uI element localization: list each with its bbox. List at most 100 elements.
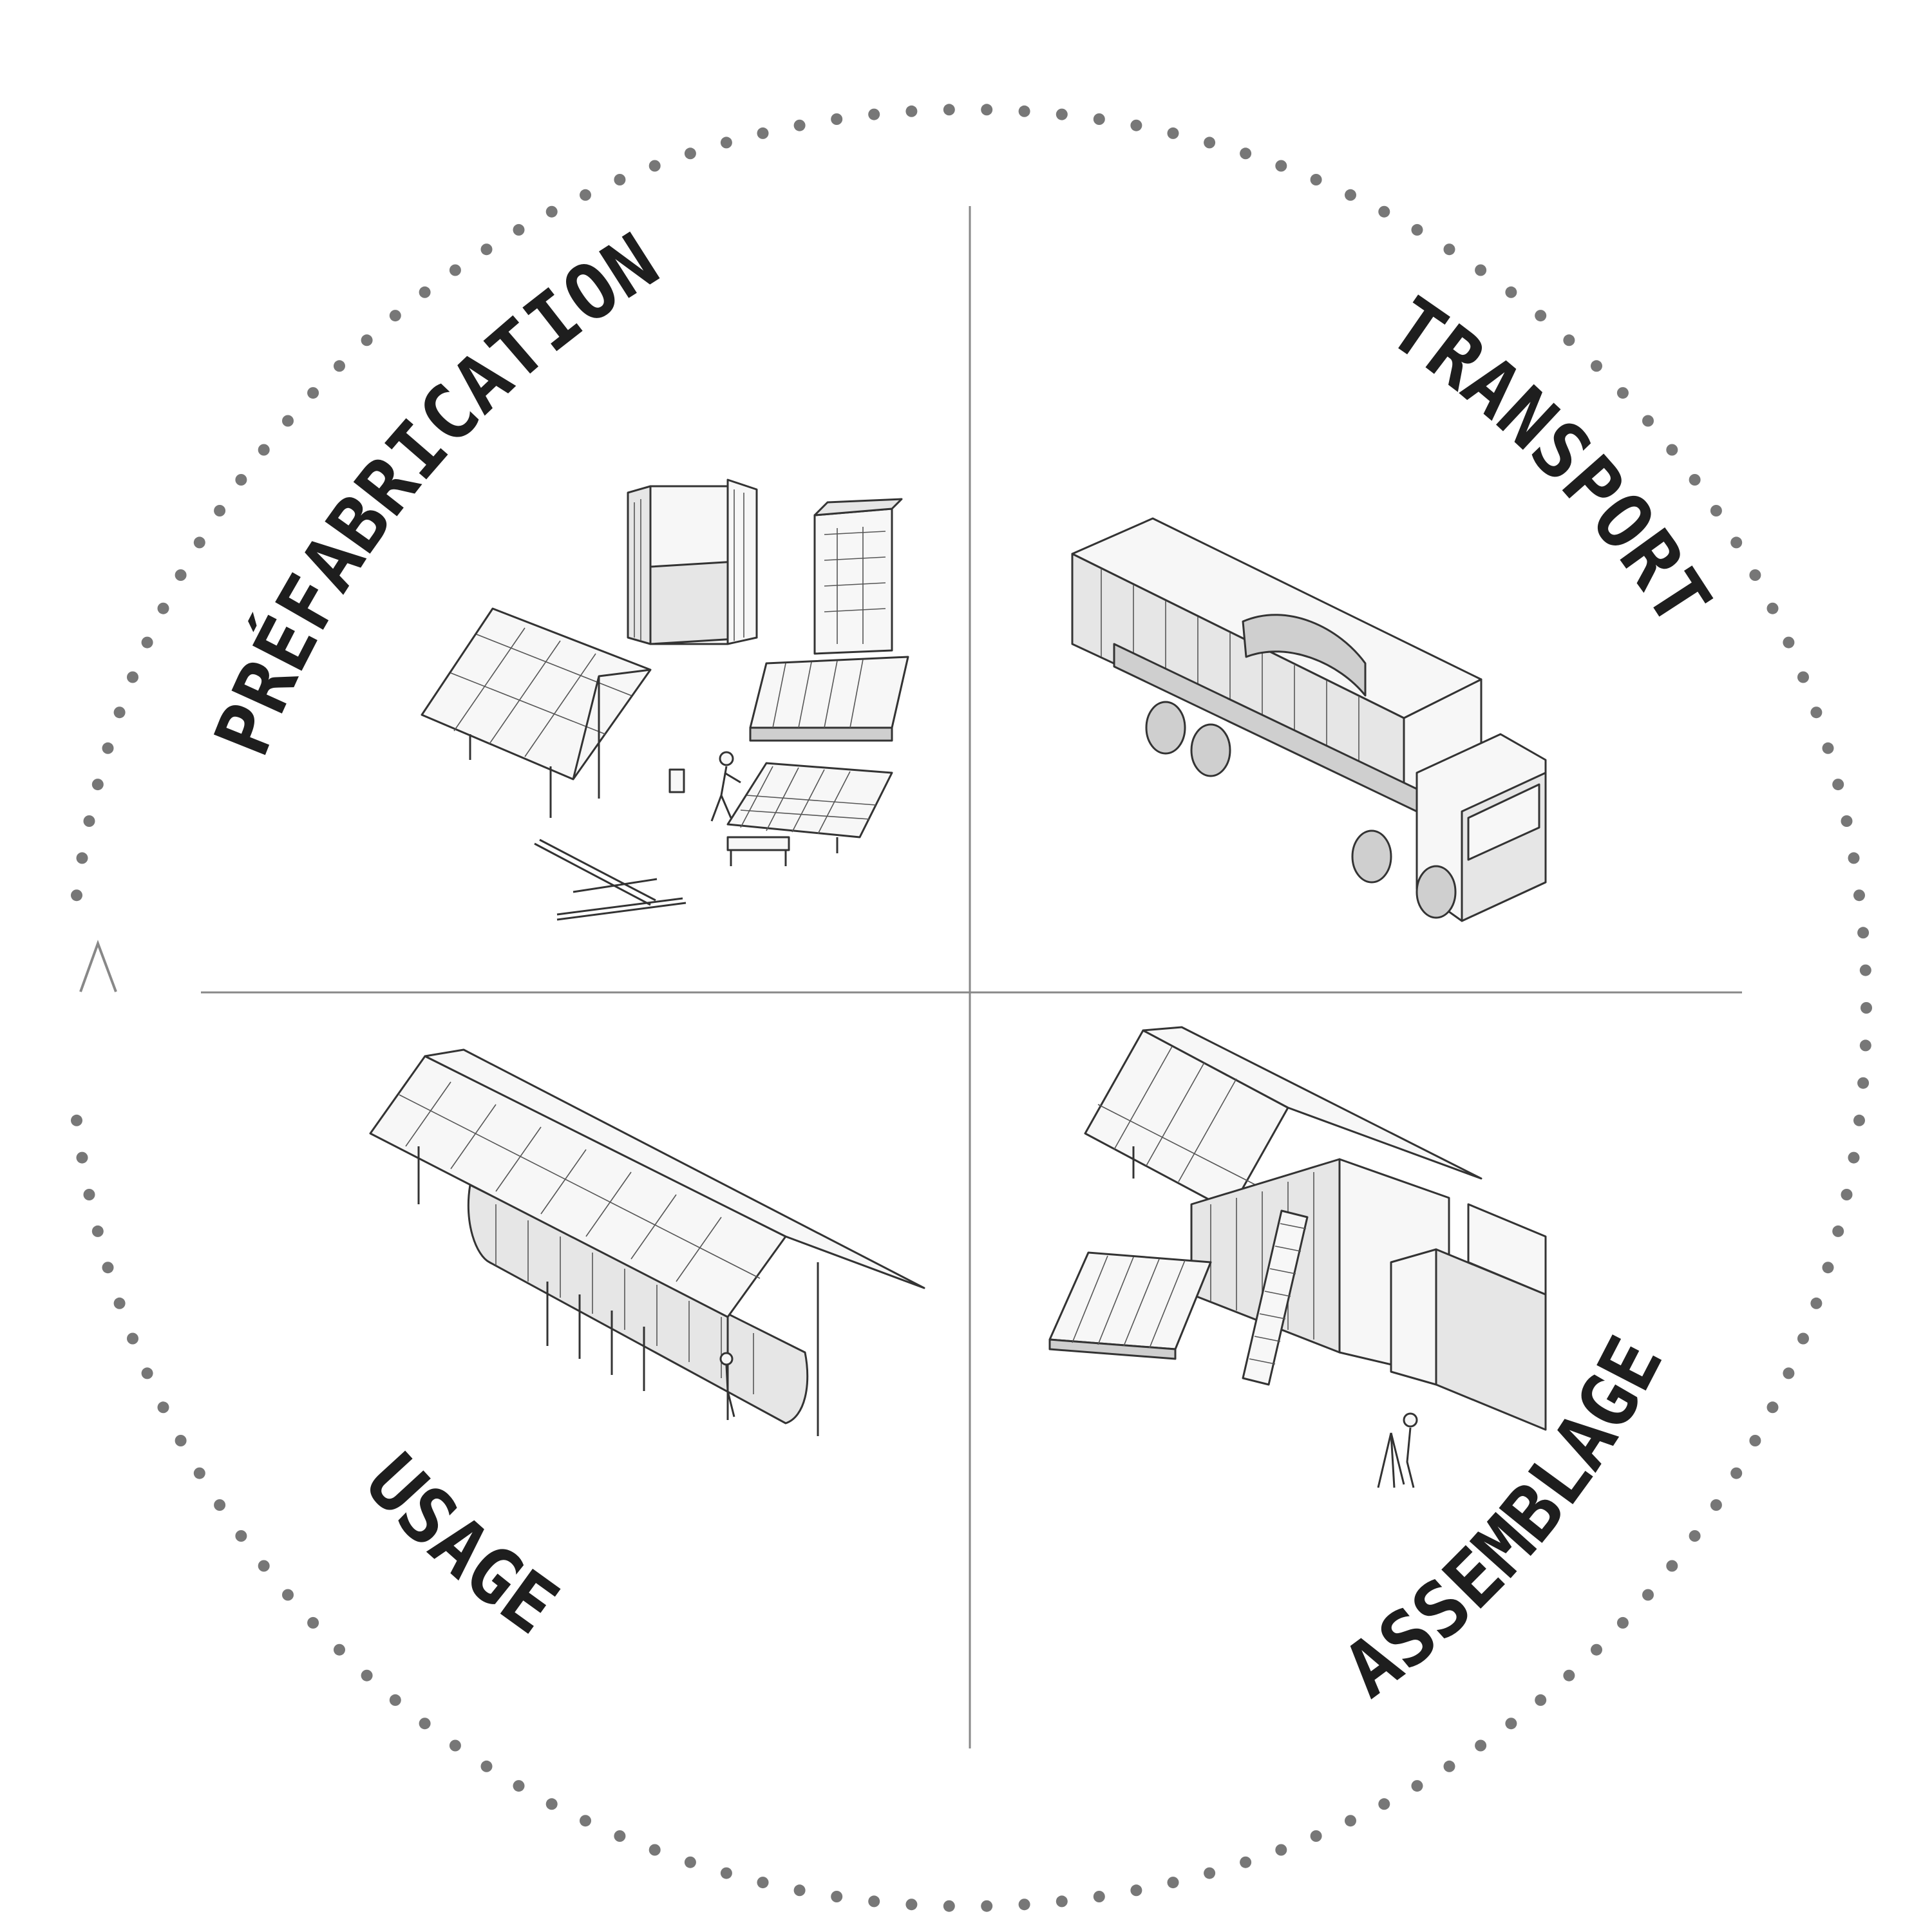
ring-dot	[943, 1900, 955, 1912]
label-usage: USAGE	[348, 1437, 574, 1652]
ring-dot	[793, 119, 806, 131]
ring-dot	[214, 1499, 226, 1511]
ring-dot	[905, 105, 918, 117]
ring-dot	[258, 1560, 270, 1572]
ring-dot	[1857, 927, 1870, 939]
ring-dot	[1275, 1844, 1287, 1856]
ring-dot	[235, 1530, 247, 1542]
ring-dot	[141, 636, 153, 649]
assemblage-illustration	[1048, 1026, 1547, 1488]
ring-dot	[175, 1435, 187, 1446]
ring-dot	[1749, 569, 1761, 581]
ring-dot	[1810, 706, 1823, 719]
ring-dot	[1783, 1367, 1795, 1379]
ring-dot	[1535, 1694, 1547, 1706]
ring-dot	[831, 113, 843, 125]
ring-dot	[1857, 1077, 1870, 1089]
ring-dot	[1411, 223, 1423, 236]
ring-dot	[83, 815, 95, 827]
ring-dot	[1848, 852, 1860, 864]
ring-dot	[1859, 964, 1871, 976]
ring-dot	[71, 1114, 82, 1126]
ring-dot	[1591, 1643, 1602, 1656]
ring-dot	[1848, 1151, 1860, 1164]
ring-dot	[449, 264, 461, 276]
ring-dot	[580, 1815, 591, 1827]
ring-dot	[1130, 1884, 1142, 1897]
ring-dot	[649, 1844, 661, 1856]
ring-dot	[1056, 1895, 1068, 1908]
ring-dot	[1859, 1039, 1871, 1052]
ring-dot	[141, 1367, 153, 1379]
ring-dot	[1616, 387, 1629, 399]
ring-dot	[258, 444, 270, 456]
ring-dot	[1563, 1669, 1575, 1681]
ring-dot	[720, 1867, 732, 1879]
ring-dot	[235, 474, 247, 486]
ring-dot	[1832, 779, 1844, 791]
ring-dot	[91, 1225, 104, 1237]
ring-dot	[1093, 1891, 1105, 1902]
ring-dot	[1167, 1877, 1179, 1889]
ring-dot	[1822, 742, 1834, 754]
arrow-up-icon	[79, 940, 117, 992]
ring-dot	[1345, 1815, 1356, 1827]
ring-dot	[480, 1760, 493, 1772]
ring-dot	[981, 104, 993, 116]
ring-dot	[545, 1798, 558, 1810]
ring-dot	[545, 205, 558, 218]
ring-dot	[83, 1189, 95, 1200]
ring-dot	[419, 1718, 431, 1730]
ring-dot	[76, 852, 88, 864]
ring-dot	[113, 1297, 126, 1309]
ring-dot	[91, 779, 104, 791]
ring-dot	[1443, 1760, 1455, 1772]
ring-dot	[1093, 113, 1105, 125]
ring-dot	[1822, 1262, 1834, 1274]
ring-dot	[1730, 536, 1743, 549]
ring-dot	[1475, 264, 1487, 276]
ring-dot	[127, 671, 138, 683]
ring-dot	[1861, 1002, 1872, 1014]
ring-dot	[1783, 636, 1795, 649]
ring-dot	[1505, 286, 1517, 298]
ring-dot	[831, 1891, 843, 1902]
dotted-cycle-ring	[71, 104, 1872, 1912]
ring-dot	[1167, 127, 1179, 139]
ring-dot	[1378, 205, 1390, 218]
ring-dot	[1853, 889, 1865, 902]
ring-dot	[76, 1151, 88, 1164]
ring-dot	[614, 1830, 626, 1842]
ring-dot	[307, 1616, 319, 1629]
ring-dot	[157, 1401, 169, 1414]
ring-dot	[1666, 1560, 1678, 1572]
prefabrication-illustration	[421, 478, 909, 921]
ring-dot	[1832, 1225, 1844, 1237]
ring-dot	[1797, 1332, 1809, 1345]
ring-dot	[1240, 1856, 1252, 1868]
ring-dot	[1642, 1589, 1654, 1601]
ring-dot	[361, 334, 373, 346]
ring-dot	[1616, 1616, 1629, 1629]
ring-dot	[193, 536, 205, 549]
ring-dot	[71, 889, 82, 902]
ring-dot	[361, 1669, 373, 1681]
ring-dot	[389, 1694, 401, 1706]
ring-dot	[1766, 1401, 1779, 1414]
ring-dot	[943, 104, 955, 116]
ring-dot	[1204, 137, 1216, 149]
ring-dot	[1275, 160, 1287, 172]
ring-dot	[720, 137, 732, 149]
ring-dot	[480, 243, 493, 256]
ring-dot	[334, 1643, 345, 1656]
ring-dot	[157, 602, 169, 614]
ring-dot	[214, 505, 226, 516]
ring-dot	[1710, 1499, 1722, 1511]
ring-dot	[1766, 602, 1779, 614]
ring-dot	[1591, 360, 1602, 372]
ring-dot	[1018, 1899, 1030, 1911]
ring-dot	[1056, 108, 1068, 120]
ring-dot	[1240, 147, 1252, 160]
ring-dot	[282, 415, 294, 427]
